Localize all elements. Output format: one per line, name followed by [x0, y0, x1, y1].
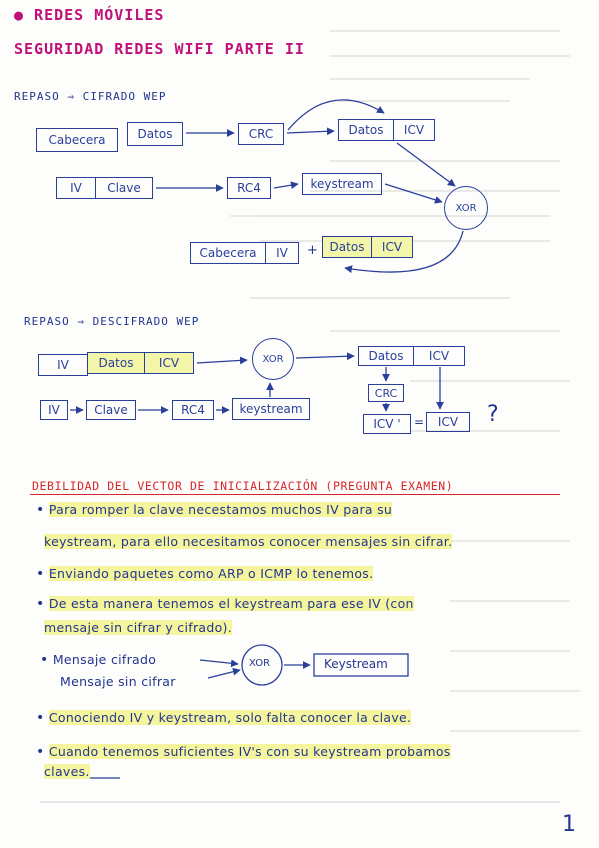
debilidad-heading: DEBILIDAD DEL VECTOR DE INICIALIZACIÓN (… — [32, 479, 454, 493]
mensaje-sin-cifrar-text: Mensaje sin cifrar — [60, 674, 176, 689]
output-datos-box: Datos — [322, 236, 372, 258]
equals-sign: = — [414, 415, 425, 429]
output-iv-box: IV — [265, 242, 299, 264]
bullet-1-text-2: keystream, para ello necesitamos conocer… — [44, 534, 453, 549]
bullet-2: • Enviando paquetes como ARP o ICMP lo t… — [36, 566, 374, 582]
datos-box: Datos — [127, 122, 183, 146]
datos-icv-box-icv: ICV — [393, 119, 435, 141]
clave-box: Clave — [95, 177, 153, 199]
bullet-5-text: Conociendo IV y keystream, solo falta co… — [48, 710, 412, 725]
page-title: SEGURIDAD REDES WIFI PARTE II — [14, 40, 305, 58]
xor-circle-cifrado: XOR — [444, 186, 488, 230]
desc-datos-box: Datos — [87, 352, 145, 374]
page-number: 1 — [562, 812, 576, 837]
iv-box: IV — [56, 177, 96, 199]
mensaje-cifrado-text: Mensaje cifrado — [52, 652, 157, 667]
desc-clave-box: Clave — [86, 400, 136, 420]
cabecera-box: Cabecera — [36, 128, 118, 152]
rc4-box: RC4 — [227, 177, 271, 199]
datos-icv-box-datos: Datos — [338, 119, 394, 141]
output-cabecera-box: Cabecera — [190, 242, 266, 264]
subject-title: ● REDES MÓVILES — [14, 6, 165, 24]
desc-rc4-box: RC4 — [172, 400, 214, 420]
xor-circle-descifrado: XOR — [252, 338, 294, 380]
keystream-box: keystream — [302, 173, 382, 195]
bullet-4-line-2: Mensaje sin cifrar — [60, 674, 176, 689]
desc-icv-cmp-box: ICV — [426, 412, 470, 432]
bullet-5: • Conociendo IV y keystream, solo falta … — [36, 710, 412, 726]
section-header-descifrado: REPASO ⇒ DESCIFRADO WEP — [24, 315, 200, 328]
bullet-6-text-1: Cuando tenemos suficientes IV's con su k… — [48, 744, 451, 759]
keystream-label-bullet: Keystream — [324, 657, 388, 671]
bullet-3-line-2: mensaje sin cifrar y cifrado). — [44, 620, 232, 635]
section-header-cifrado: REPASO ⇒ CIFRADO WEP — [14, 90, 167, 103]
bullet-6-text-2: claves. — [44, 764, 90, 779]
question-mark: ? — [487, 402, 499, 427]
desc-iv2-box: IV — [40, 400, 68, 420]
plus-sign: + — [307, 243, 318, 258]
bullet-1-line-1: • Para romper la clave necestamos muchos… — [36, 502, 393, 518]
bullet-1-text-1: Para romper la clave necestamos muchos I… — [48, 502, 393, 517]
xor-label-bullet: XOR — [249, 658, 271, 669]
desc-datos-out-box: Datos — [358, 346, 414, 366]
desc-crc-box: CRC — [368, 384, 404, 402]
desc-icv-prime-box: ICV ' — [363, 414, 411, 434]
bullet-3-text-1: De esta manera tenemos el keystream para… — [48, 596, 414, 611]
desc-icv-box: ICV — [144, 352, 194, 374]
desc-keystream-box: keystream — [232, 398, 310, 420]
bullet-6-line-2: claves. — [44, 764, 90, 779]
output-icv-box: ICV — [371, 236, 413, 258]
bullet-6-line-1: • Cuando tenemos suficientes IV's con su… — [36, 744, 451, 760]
desc-iv-box: IV — [38, 354, 88, 376]
debilidad-underline — [30, 494, 560, 495]
desc-icv-out-box: ICV — [413, 346, 465, 366]
crc-box: CRC — [238, 123, 284, 145]
bullet-1-line-2: keystream, para ello necesitamos conocer… — [44, 534, 453, 549]
bullet-3-text-2: mensaje sin cifrar y cifrado). — [44, 620, 232, 635]
bullet-3-line-1: • De esta manera tenemos el keystream pa… — [36, 596, 414, 612]
bullet-4-line-1: • Mensaje cifrado — [40, 652, 157, 668]
bullet-2-text: Enviando paquetes como ARP o ICMP lo ten… — [48, 566, 374, 581]
